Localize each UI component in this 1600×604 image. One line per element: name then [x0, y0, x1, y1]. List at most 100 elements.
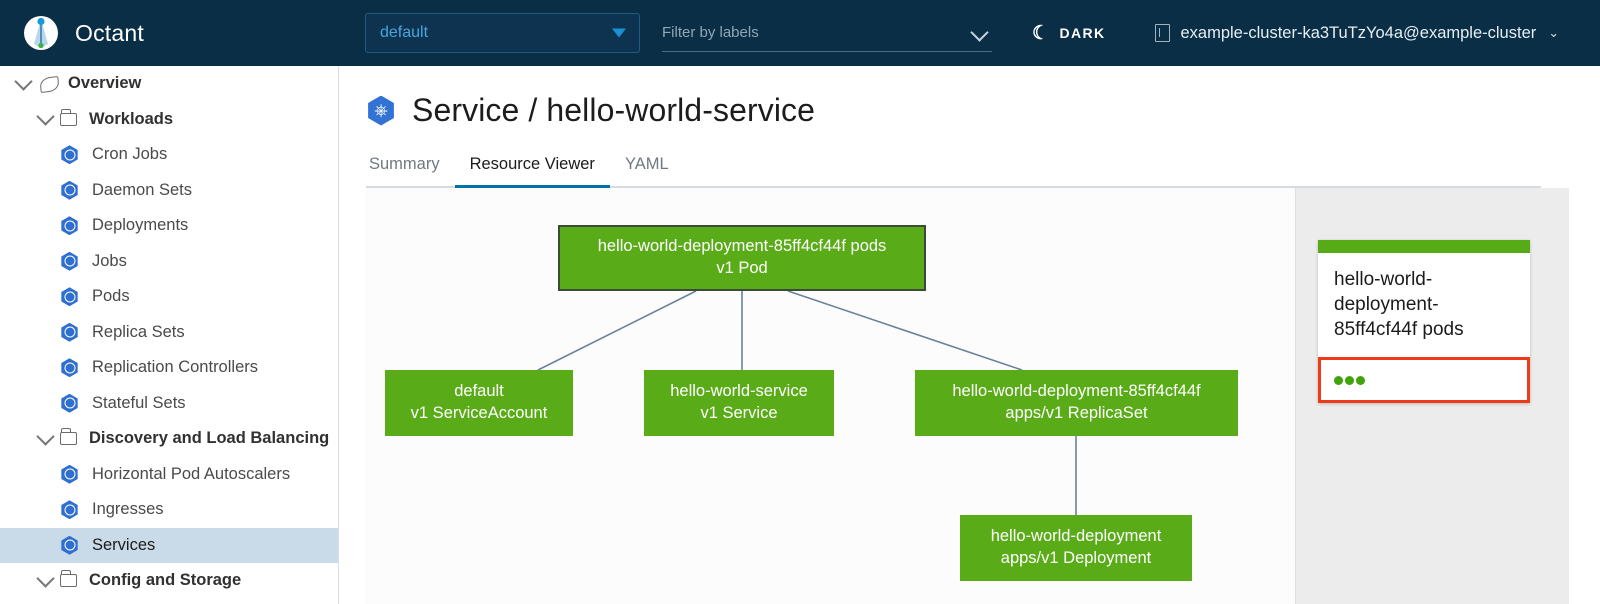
brand-name: Octant [75, 19, 144, 46]
card-title: hello-world-deployment-85ff4cf44f pods [1334, 269, 1464, 341]
sidebar-item-label: Workloads [89, 109, 174, 128]
label-filter-placeholder: Filter by labels [662, 24, 759, 41]
sidebar-item-label: Stateful Sets [92, 393, 186, 412]
detail-card[interactable]: hello-world-deployment-85ff4cf44f pods [1318, 240, 1530, 404]
k8s-service-icon [61, 535, 78, 555]
cluster-icon [1155, 24, 1171, 42]
sidebar-item-label: Ingresses [92, 500, 164, 519]
chevron-down-icon [35, 107, 55, 126]
graph-node-kind: apps/v1 Deployment [1000, 549, 1152, 567]
sidebar-item-label: Replica Sets [92, 322, 185, 341]
page-title: Service / hello-world-service [366, 92, 1600, 129]
graph-node-sa[interactable]: default v1 ServiceAccount [385, 370, 573, 436]
sidebar-item-config-and-storage[interactable]: Config and Storage [0, 563, 338, 599]
app-header: Octant default Filter by labels ☾ DARK e… [0, 0, 1600, 66]
tab-resource-viewer[interactable]: Resource Viewer [454, 155, 610, 188]
sidebar-item-horizontal-pod-autoscalers[interactable]: Horizontal Pod Autoscalers [0, 457, 338, 493]
graph-node-deployment[interactable]: hello-world-deployment apps/v1 Deployment [960, 515, 1192, 581]
sidebar-item-label: Deployments [92, 216, 189, 235]
sidebar-item-stateful-sets[interactable]: Stateful Sets [0, 386, 338, 422]
sidebar-item-jobs[interactable]: Jobs [0, 244, 338, 280]
expand-toggle[interactable] [8, 72, 38, 91]
graph-node-pod[interactable]: hello-world-deployment-85ff4cf44f pods v1… [558, 225, 926, 291]
sidebar-item-label: Cron Jobs [92, 145, 168, 164]
card-status-bar [1318, 240, 1530, 253]
namespace-select[interactable]: default [365, 13, 640, 53]
sidebar-item-discovery-and-load-balancing[interactable]: Discovery and Load Balancing [0, 421, 338, 457]
resource-viewer: hello-world-deployment-85ff4cf44f pods v1… [366, 188, 1569, 604]
folder-icon [60, 108, 77, 126]
graph-node-kind: v1 ServiceAccount [410, 404, 548, 422]
k8s-rc-icon [61, 358, 78, 378]
k8s-service-icon [368, 95, 394, 126]
resource-graph-canvas[interactable]: hello-world-deployment-85ff4cf44f pods v1… [366, 188, 1295, 604]
graph-edge [787, 290, 1023, 371]
sidebar-item-label: Discovery and Load Balancing [89, 429, 330, 448]
graph-node-name: default [454, 382, 504, 401]
detail-panel: hello-world-deployment-85ff4cf44f pods [1295, 188, 1569, 604]
theme-toggle-button[interactable]: ☾ DARK [1032, 24, 1105, 43]
sidebar-item-services[interactable]: Services [0, 527, 338, 563]
chevron-down-icon [612, 28, 626, 38]
sidebar-item-cron-jobs[interactable]: Cron Jobs [0, 137, 338, 173]
k8s-pod-icon [61, 287, 78, 307]
graph-node-kind: v1 Service [700, 404, 778, 422]
sidebar-item-deployments[interactable]: Deployments [0, 208, 338, 244]
sidebar-item-pods[interactable]: Pods [0, 279, 338, 315]
brand[interactable]: Octant [0, 14, 345, 52]
sidebar-item-label: Jobs [92, 251, 127, 270]
overview-icon [38, 75, 62, 93]
sidebar-item-label: Replication Controllers [92, 358, 258, 377]
chevron-down-icon [13, 72, 33, 91]
sidebar-item-label: Services [92, 535, 156, 554]
expand-toggle[interactable] [30, 107, 60, 126]
sidebar-item-replication-controllers[interactable]: Replication Controllers [0, 350, 338, 386]
graph-node-name: hello-world-deployment [990, 527, 1162, 546]
graph-node-name: hello-world-service [670, 382, 808, 401]
status-dot [1334, 375, 1343, 385]
sidebar-item-overview[interactable]: Overview [0, 66, 338, 102]
chevron-down-icon [970, 23, 989, 42]
k8s-ingress-icon [61, 500, 78, 520]
sidebar-item-replica-sets[interactable]: Replica Sets [0, 315, 338, 351]
k8s-cronjob-icon [61, 145, 78, 165]
main-content: Service / hello-world-service Summary Res… [339, 66, 1600, 604]
theme-toggle-label: DARK [1059, 25, 1106, 41]
tab-yaml[interactable]: YAML [624, 155, 669, 173]
chevron-down-icon: ⌄ [1548, 25, 1560, 40]
chevron-down-icon [35, 427, 55, 446]
moon-icon: ☾ [1032, 22, 1051, 44]
tab-summary[interactable]: Summary [369, 155, 440, 173]
graph-node-kind: apps/v1 ReplicaSet [1005, 404, 1148, 422]
k8s-daemonset-icon [61, 180, 78, 200]
k8s-statefulset-icon [61, 393, 78, 413]
cluster-selector[interactable]: example-cluster-ka3TuTzYo4a@example-clus… [1155, 24, 1559, 43]
namespace-value: default [380, 24, 429, 41]
status-dot [1345, 375, 1354, 385]
card-status-row[interactable] [1318, 357, 1530, 404]
page-title-text: Service / hello-world-service [412, 92, 816, 128]
graph-node-svc[interactable]: hello-world-service v1 Service [644, 370, 834, 436]
chevron-down-icon [35, 569, 55, 588]
graph-edge [537, 290, 697, 371]
cluster-name: example-cluster-ka3TuTzYo4a@example-clus… [1180, 23, 1537, 42]
folder-icon [60, 428, 77, 446]
expand-toggle[interactable] [30, 427, 60, 446]
graph-node-kind: v1 Pod [716, 259, 768, 277]
sidebar-item-label: Horizontal Pod Autoscalers [92, 464, 291, 483]
sidebar-item-label: Config and Storage [89, 571, 242, 590]
sidebar-item-daemon-sets[interactable]: Daemon Sets [0, 173, 338, 209]
graph-node-name: hello-world-deployment-85ff4cf44f pods [597, 237, 887, 256]
sidebar-item-label: Daemon Sets [92, 180, 192, 199]
sidebar-item-ingresses[interactable]: Ingresses [0, 492, 338, 528]
k8s-deployment-icon [61, 216, 78, 236]
sidebar-item-workloads[interactable]: Workloads [0, 102, 338, 138]
k8s-hpa-icon [61, 464, 78, 484]
tab-bar[interactable]: Summary Resource Viewer YAML [366, 153, 1541, 188]
k8s-job-icon [61, 251, 78, 271]
label-filter-input[interactable]: Filter by labels [662, 14, 992, 52]
expand-toggle[interactable] [30, 569, 60, 588]
